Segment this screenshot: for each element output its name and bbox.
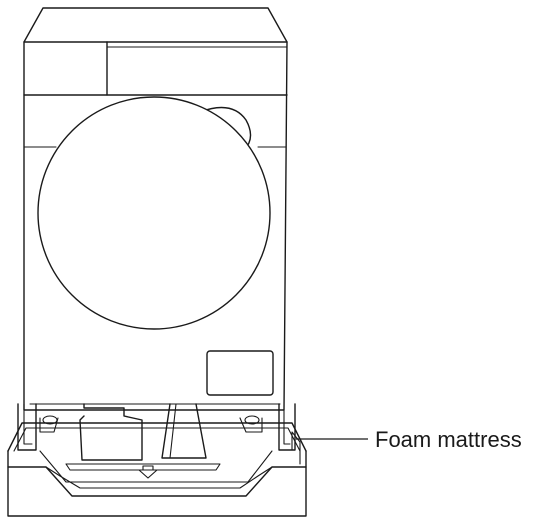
- down-arrow-icon: [138, 465, 158, 479]
- service-hatch: [206, 350, 274, 396]
- mattress-front-step: [7, 466, 307, 497]
- mattress-outer-box: [7, 450, 307, 517]
- right-corner-post: [278, 403, 296, 451]
- center-packing-divider: [169, 403, 177, 459]
- left-corner-post-inner: [23, 403, 33, 445]
- mattress-front-step-inner: [45, 466, 273, 489]
- left-corner-post: [17, 403, 37, 451]
- mattress-inner-floor: [39, 450, 273, 483]
- mattress-mid-bar: [65, 463, 221, 471]
- mattress-top-rim: [7, 422, 307, 452]
- left-inner-ledge: [39, 417, 59, 433]
- right-corner-post-inner: [283, 409, 291, 445]
- right-foot-cutout: [244, 415, 260, 425]
- washing-machine: [23, 7, 288, 411]
- foam-mattress-label: Foam mattress: [375, 427, 522, 452]
- foam-mattress: [7, 403, 307, 517]
- door-hinge: [199, 106, 252, 151]
- machine-top-panel: [23, 7, 288, 43]
- right-inner-ledge: [239, 417, 263, 433]
- mattress-inner-lip: [13, 427, 301, 452]
- center-packing-block-right: [161, 403, 207, 459]
- right-side-pocket: [291, 431, 301, 465]
- center-packing-block-left: [79, 403, 143, 461]
- porthole-door: [37, 96, 271, 330]
- left-foot-cutout: [42, 415, 58, 425]
